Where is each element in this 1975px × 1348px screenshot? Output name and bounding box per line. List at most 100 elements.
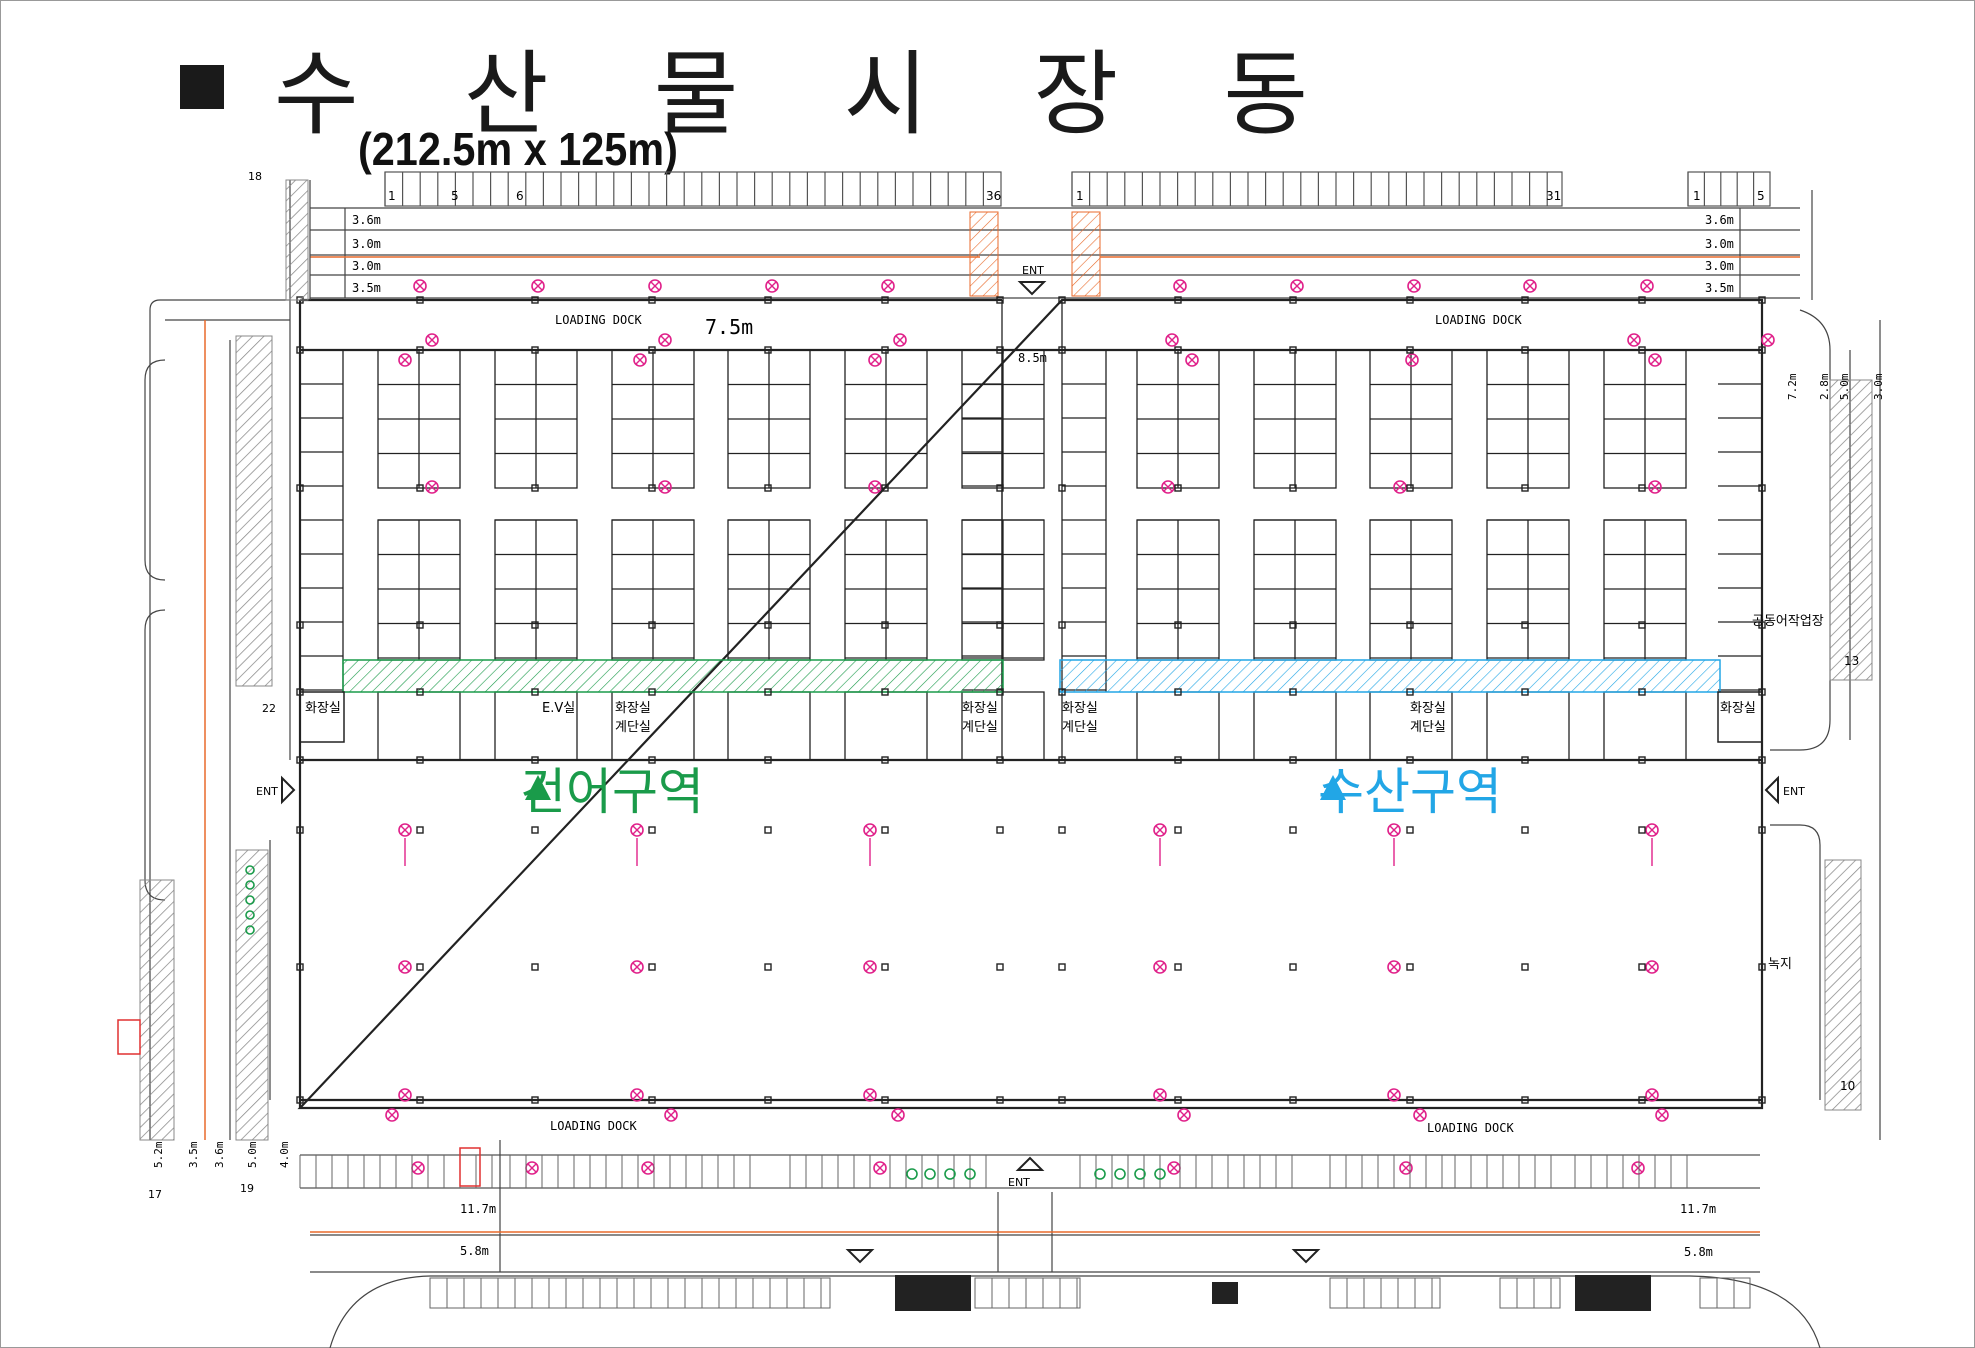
stall-number: 1 — [1693, 189, 1701, 203]
entrance-label: ENT — [256, 785, 278, 798]
column-marker — [1638, 296, 1646, 304]
column-marker — [1758, 296, 1766, 304]
column-marker — [1289, 296, 1297, 304]
top-parking-right — [1071, 171, 1771, 207]
column-marker — [764, 826, 772, 834]
column-marker — [1521, 346, 1529, 354]
column-marker — [1406, 484, 1414, 492]
entrance-arrow-icon — [1764, 775, 1779, 805]
svg-text:3.0m: 3.0m — [1872, 373, 1885, 400]
entrance-label: ENT — [1008, 1176, 1030, 1189]
column-marker — [1289, 688, 1297, 696]
lane-width: 3.0m — [1705, 237, 1734, 251]
stairs-label: 계단실 — [1410, 720, 1446, 735]
utility-marker-icon — [873, 1161, 887, 1175]
restroom-label: 화장실 — [1720, 701, 1756, 716]
accessible-parking-icon — [1114, 1168, 1126, 1180]
utility-marker-icon — [1645, 823, 1659, 837]
dry-fish-zone-label: 건어구역 — [520, 763, 704, 821]
column-marker — [531, 826, 539, 834]
column-marker — [1406, 621, 1414, 629]
right-parking-strip — [1824, 859, 1862, 1111]
column-marker — [416, 756, 424, 764]
title-block: 수 산 물 시 장 동 — [180, 20, 1346, 153]
utility-marker-icon — [1523, 279, 1537, 293]
green-area-label: 녹지 — [1768, 957, 1792, 972]
column-marker — [1174, 296, 1182, 304]
column-marker — [881, 296, 889, 304]
building-outline — [297, 298, 1764, 1110]
utility-marker-icon — [868, 480, 882, 494]
column-marker — [1758, 346, 1766, 354]
utility-marker-icon — [891, 1108, 905, 1122]
stall-number: 22 — [262, 702, 276, 715]
entrance-arrow-icon — [1015, 1156, 1045, 1171]
entrance-label: ENT — [1022, 264, 1044, 277]
accessible-parking-icon — [1094, 1168, 1106, 1180]
loading-dock-label: LOADING DOCK — [550, 1119, 637, 1133]
column-marker — [1174, 963, 1182, 971]
stairs-label: 계단실 — [615, 720, 651, 735]
road-width: 11.7m — [1680, 1202, 1716, 1216]
column-marker — [531, 756, 539, 764]
accessible-parking-icon — [1154, 1168, 1166, 1180]
column-marker — [1058, 963, 1066, 971]
utility-marker-icon — [398, 1088, 412, 1102]
direction-arrow-icon — [1291, 1249, 1321, 1264]
bullet-square-icon — [180, 64, 224, 109]
column-marker — [416, 296, 424, 304]
column-marker — [1289, 826, 1297, 834]
fishery-zone-marker-icon — [1320, 775, 1346, 800]
crosswalk — [1071, 211, 1101, 297]
column-marker — [1289, 1096, 1297, 1104]
column-marker — [1638, 346, 1646, 354]
column-marker — [648, 1096, 656, 1104]
stall-block — [727, 691, 811, 761]
accessible-parking-icon — [245, 925, 255, 935]
column-marker — [1174, 756, 1182, 764]
column-marker — [648, 963, 656, 971]
utility-marker-icon — [1648, 480, 1662, 494]
column-marker — [881, 1096, 889, 1104]
column-marker — [1174, 688, 1182, 696]
column-marker — [1521, 296, 1529, 304]
right-road-widths: 7.2m 2.8m 5.0m 3.0m — [1786, 373, 1885, 400]
column-marker — [996, 621, 1004, 629]
left-parking-strip — [139, 879, 175, 1141]
stall-number: 36 — [986, 189, 1001, 203]
column-marker — [1058, 346, 1066, 354]
column-marker — [296, 688, 304, 696]
column-marker — [648, 688, 656, 696]
column-marker — [881, 621, 889, 629]
utility-marker-icon — [425, 480, 439, 494]
lane-width: 3.6m — [1705, 213, 1734, 227]
column-marker — [296, 826, 304, 834]
column-marker — [296, 756, 304, 764]
lower-stalls — [429, 1277, 1751, 1309]
stairs-label: 계단실 — [1062, 720, 1098, 735]
column-marker — [296, 963, 304, 971]
service-rooms — [299, 691, 1763, 743]
road-width: 5.8m — [460, 1244, 489, 1258]
stall-number: 6 — [516, 189, 524, 203]
utility-marker-icon — [1165, 333, 1179, 347]
column-marker — [531, 621, 539, 629]
svg-text:5.0m: 5.0m — [246, 1141, 259, 1168]
column-marker — [1406, 756, 1414, 764]
utility-marker-icon — [893, 333, 907, 347]
building-dimensions: (212.5m x 125m) — [358, 123, 678, 175]
column-marker — [1174, 826, 1182, 834]
entrance-arrow-icon — [1017, 281, 1047, 296]
accessible-parking-icon — [924, 1168, 936, 1180]
column-marker — [1758, 1096, 1766, 1104]
column-marker — [996, 826, 1004, 834]
ev-room-label: E.V실 — [542, 701, 575, 716]
stairs-label: 계단실 — [962, 720, 998, 735]
lane-width: 3.6m — [352, 213, 381, 227]
accessible-parking-icon — [245, 895, 255, 905]
stall-number: 19 — [240, 1182, 254, 1195]
fire-hydrant-box — [459, 1147, 481, 1187]
top-road — [310, 207, 1800, 299]
column-marker — [648, 346, 656, 354]
